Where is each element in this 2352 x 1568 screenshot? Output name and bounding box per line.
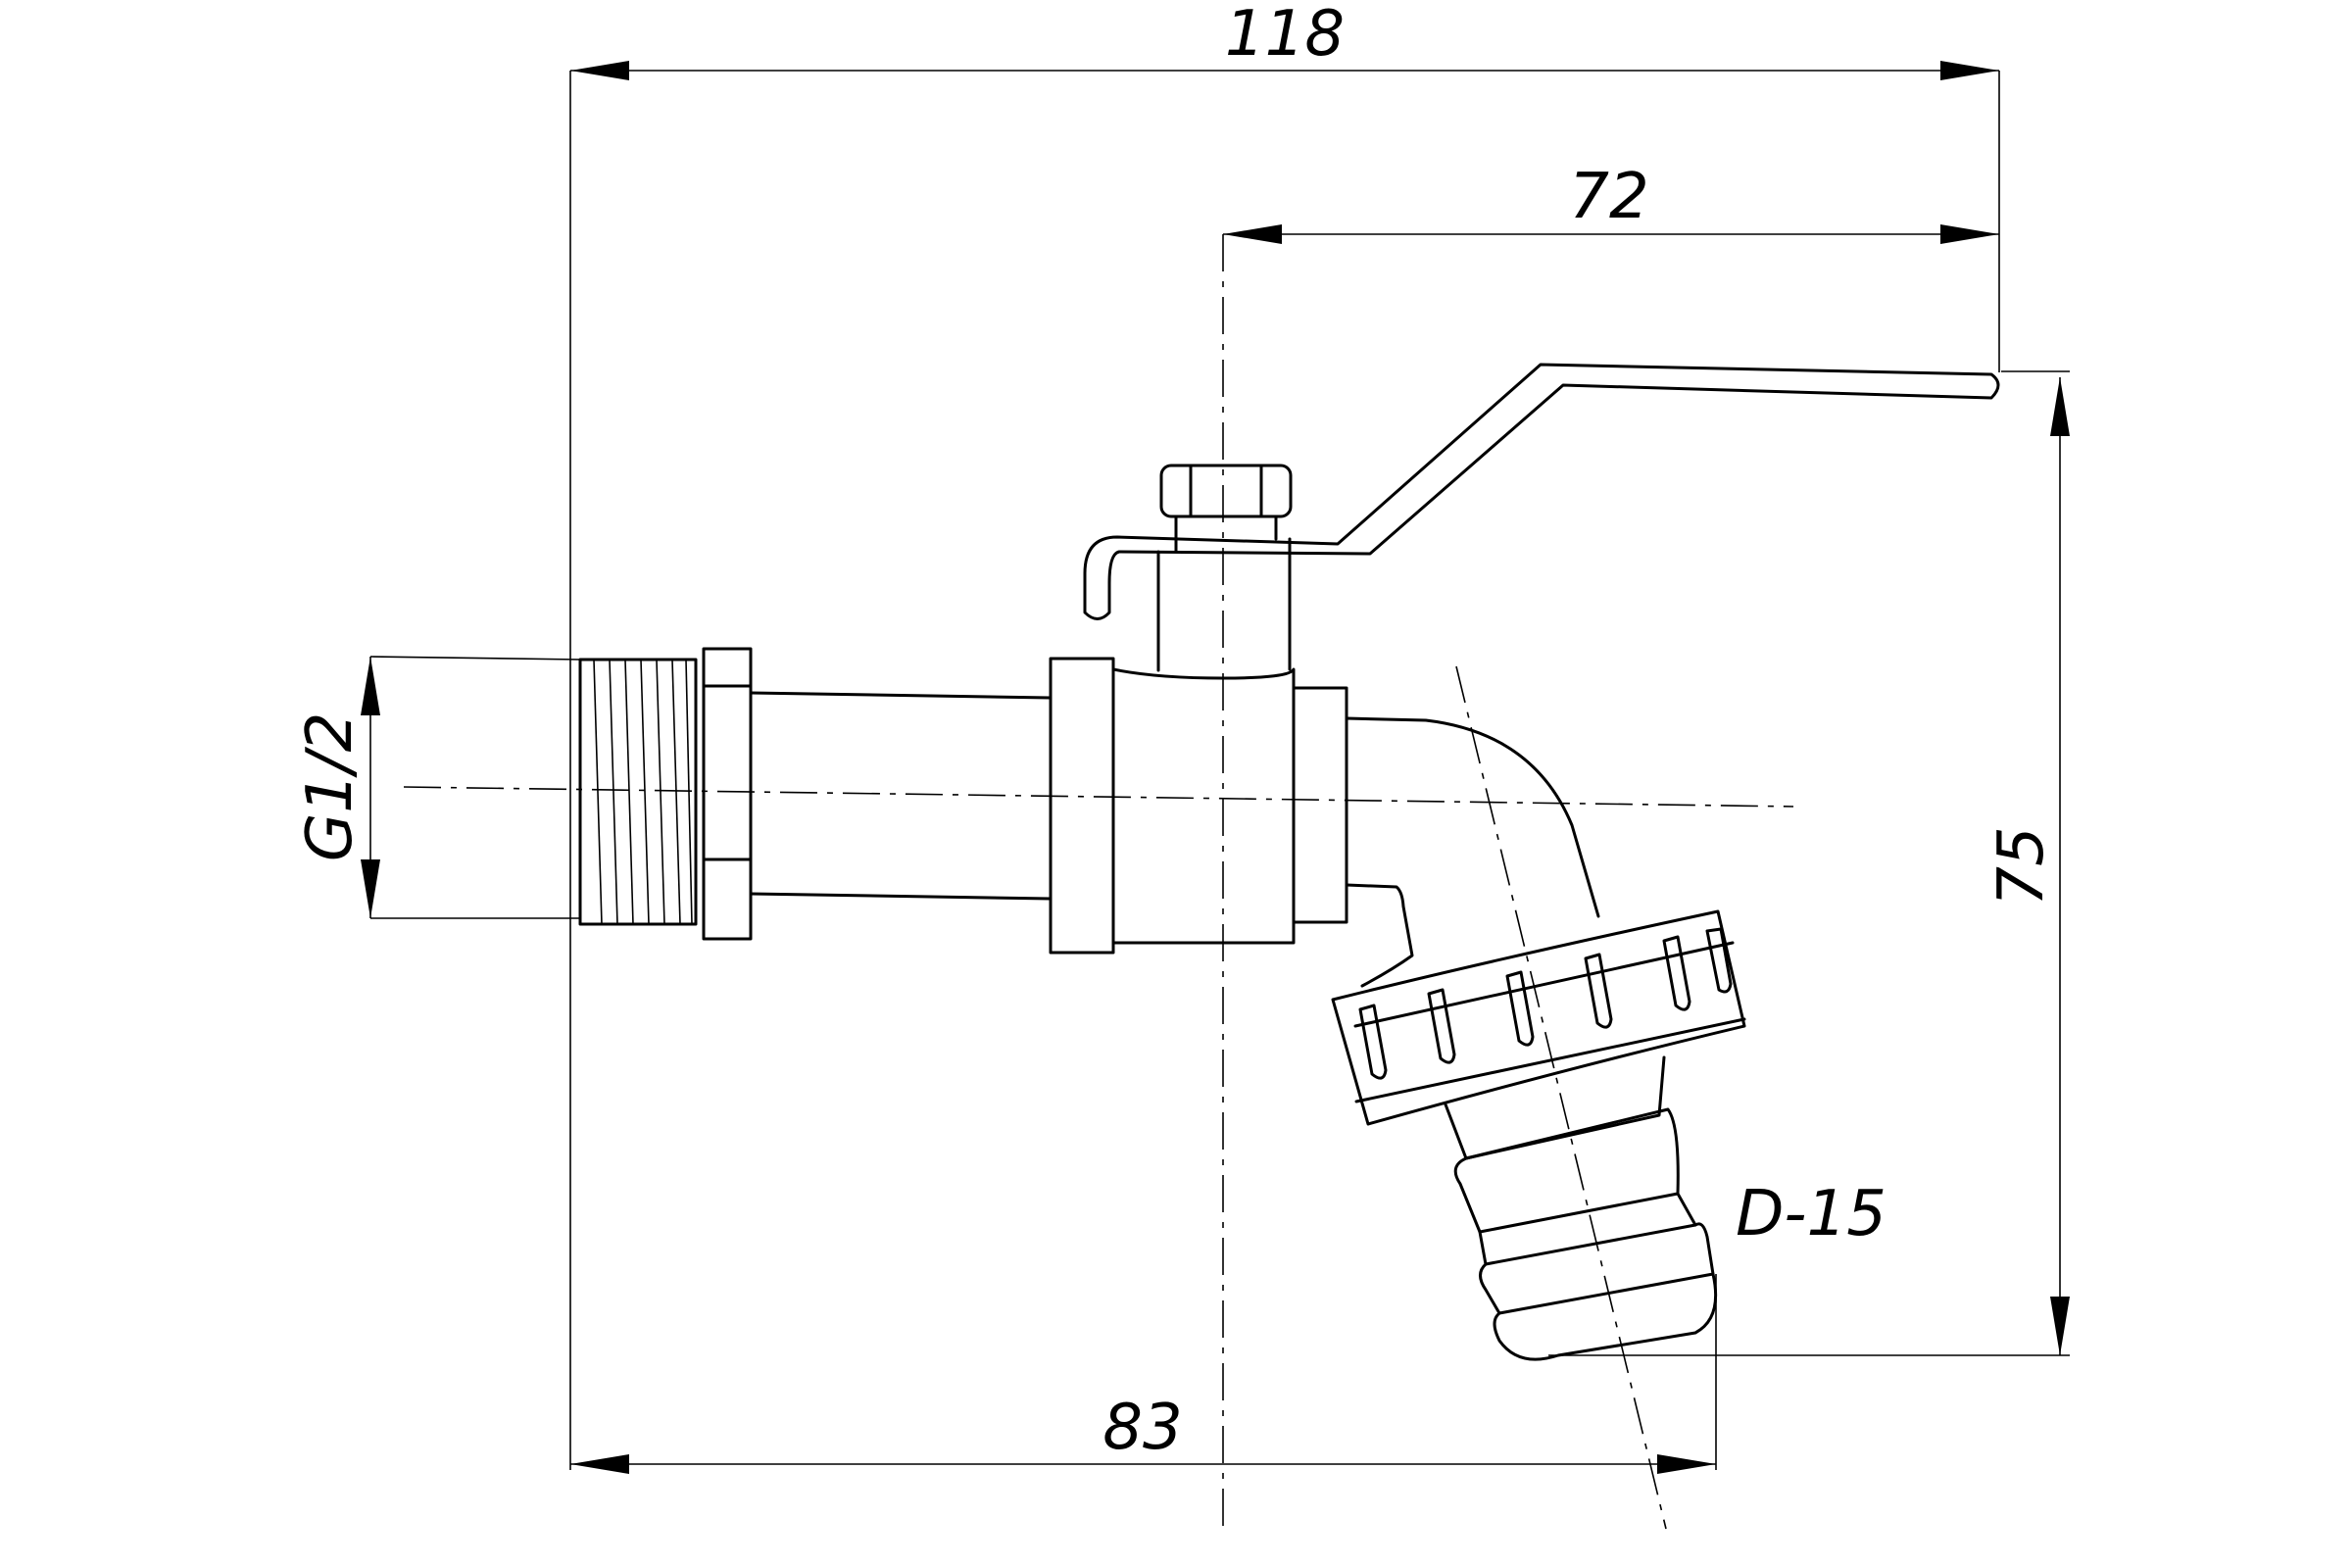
dimension-label-75: 75 [1985,826,2058,906]
hose-barb [1444,1055,1718,1361]
valve-outline [578,363,2000,1361]
stem-nut [1159,464,1293,518]
outlet-collar [1292,686,1348,924]
outlet-elbow [1345,716,1600,988]
hose-diameter-label: D-15 [1736,1178,1886,1250]
dimension-height: 75 [1548,370,2070,1356]
connecting-pipe [749,691,1053,901]
dimension-handle-length: 72 [1223,161,1999,244]
lever-handle [1083,363,2000,620]
dimension-spout-length: 83 [570,1274,1717,1474]
dimension-overall-length: 118 [569,0,2000,1470]
dimension-label-g1-2: G1/2 [294,712,367,862]
dimension-label-83: 83 [1102,1392,1182,1464]
valve-stem [1156,464,1293,672]
hose-coupling-nut [1331,909,1746,1126]
inlet-hex-nut [702,647,753,941]
dimension-thread: G1/2 [294,656,581,919]
center-lines [403,234,1794,1530]
threaded-inlet [578,658,698,926]
valve-collar [1049,657,1115,955]
ball-housing [1111,667,1296,945]
dimension-label-72: 72 [1569,161,1648,233]
dimension-label-118: 118 [1225,0,1345,71]
